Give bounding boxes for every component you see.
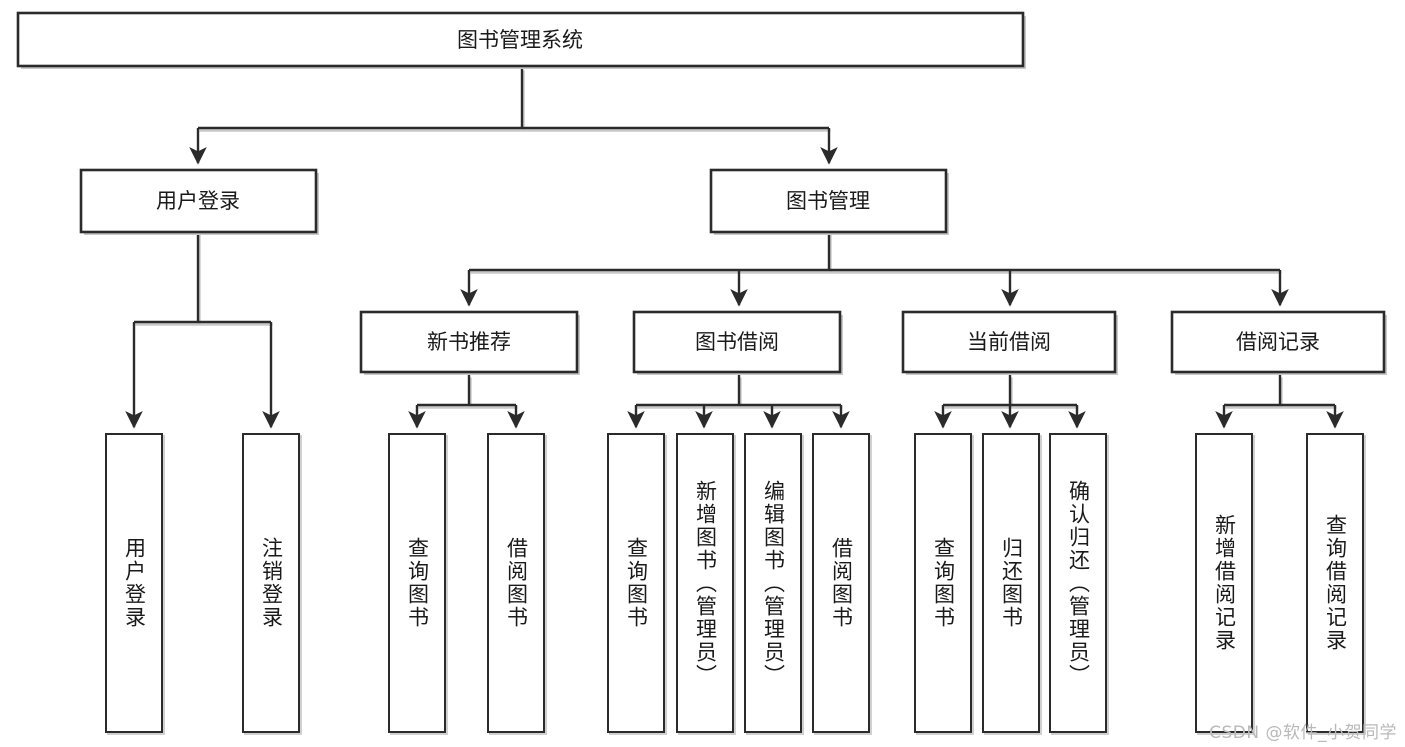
node-borrow-record[interactable]: 借阅记录 (1170, 310, 1387, 375)
node-label-root: 图书管理系统 (457, 28, 583, 52)
leaf-label-add-record: 新增借阅记录 (1212, 514, 1237, 652)
edge-group-book-borrow-leaves (627, 375, 850, 429)
node-book-borrow[interactable]: 图书借阅 (632, 310, 843, 375)
leaf-label-query-book-3: 查询图书 (931, 537, 956, 629)
leaf-node-borrow-book-2[interactable]: 借阅图书 (812, 433, 870, 733)
node-book-management[interactable]: 图书管理 (709, 168, 949, 235)
edge-group-current-borrow-leaves (934, 375, 1086, 429)
leaf-node-logout[interactable]: 注销登录 (242, 433, 300, 733)
leaf-node-add-book[interactable]: 新增图书（管理员） (676, 433, 734, 733)
leaf-node-query-book-2[interactable]: 查询图书 (607, 433, 665, 733)
leaf-node-borrow-book-1[interactable]: 借阅图书 (487, 433, 545, 733)
leaf-label-borrow-book-1: 借阅图书 (504, 537, 529, 629)
leaf-node-edit-book[interactable]: 编辑图书（管理员） (744, 433, 802, 733)
leaf-label-confirm-return: 确认归还（管理员） (1066, 479, 1091, 687)
leaf-node-add-record[interactable]: 新增借阅记录 (1195, 433, 1253, 733)
node-current-borrow[interactable]: 当前借阅 (901, 310, 1118, 375)
node-root-system[interactable]: 图书管理系统 (16, 11, 1026, 69)
node-label-book-management: 图书管理 (786, 189, 870, 213)
leaf-label-logout: 注销登录 (259, 537, 284, 629)
edge-group-bookmgmt-to-level3 (460, 232, 1289, 307)
leaf-label-edit-book: 编辑图书（管理员） (761, 479, 786, 687)
watermark-text: CSDN @软件_小贺同学 (1209, 723, 1397, 743)
node-label-book-borrow: 图书借阅 (695, 330, 779, 354)
edge-group-borrow-record-leaves (1215, 375, 1344, 429)
edge-group-new-book-leaves (408, 375, 525, 429)
leaf-node-return-book[interactable]: 归还图书 (982, 433, 1040, 733)
node-label-current-borrow: 当前借阅 (967, 330, 1051, 354)
edge-group-root-to-level2 (189, 68, 838, 165)
leaf-label-add-book: 新增图书（管理员） (693, 479, 718, 687)
edge-group-user-login-leaves (125, 232, 280, 429)
leaf-label-return-book: 归还图书 (999, 537, 1024, 629)
leaf-node-query-book-3[interactable]: 查询图书 (914, 433, 972, 733)
node-user-login[interactable]: 用户登录 (79, 168, 319, 235)
leaf-label-user-login: 用户登录 (122, 537, 147, 629)
leaf-node-confirm-return[interactable]: 确认归还（管理员） (1049, 433, 1107, 733)
leaf-node-query-book-1[interactable]: 查询图书 (388, 433, 446, 733)
leaf-node-user-login[interactable]: 用户登录 (105, 433, 163, 733)
node-label-user-login: 用户登录 (156, 189, 240, 213)
leaf-label-borrow-book-2: 借阅图书 (829, 537, 854, 629)
node-label-borrow-record: 借阅记录 (1236, 330, 1320, 354)
leaf-label-query-book-2: 查询图书 (624, 537, 649, 629)
leaf-label-query-record: 查询借阅记录 (1323, 514, 1348, 652)
node-new-book-recommend[interactable]: 新书推荐 (359, 310, 580, 375)
node-label-new-book-recommend: 新书推荐 (427, 330, 511, 354)
leaf-label-query-book-1: 查询图书 (405, 537, 430, 629)
leaf-node-query-record[interactable]: 查询借阅记录 (1306, 433, 1364, 733)
